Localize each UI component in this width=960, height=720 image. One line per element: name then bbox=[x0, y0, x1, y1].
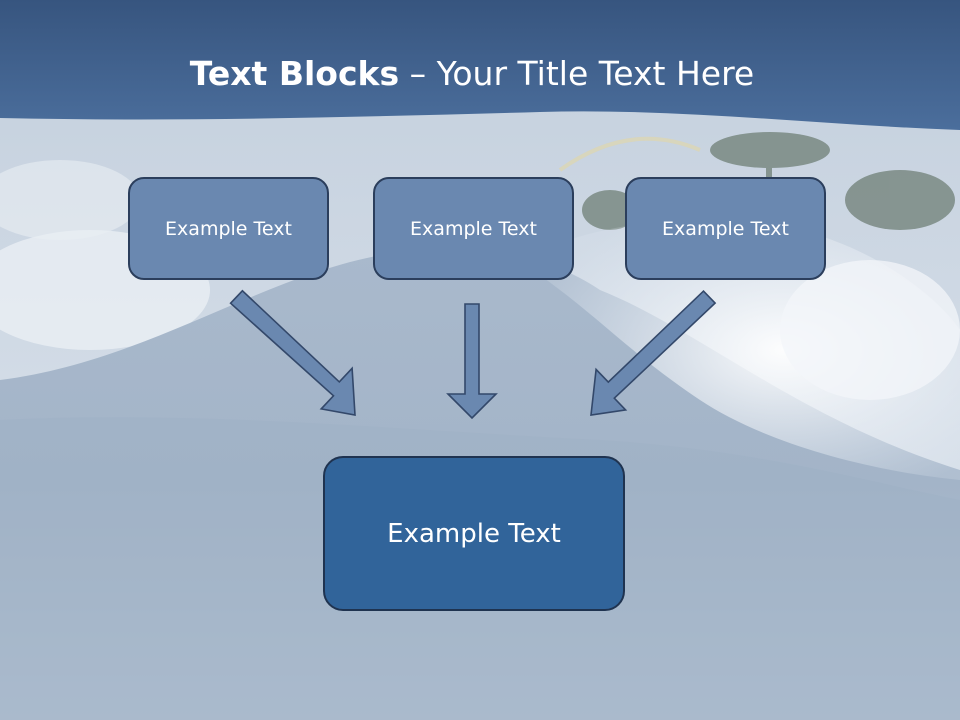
cloud bbox=[0, 160, 140, 240]
foam-spray bbox=[780, 260, 960, 400]
text-block-top-center: Example Text bbox=[373, 177, 574, 280]
text-block-label: Example Text bbox=[165, 217, 292, 240]
header-band bbox=[0, 0, 960, 130]
rainbow bbox=[558, 136, 701, 172]
text-block-label: Example Text bbox=[387, 518, 561, 549]
title-rest: – Your Title Text Here bbox=[399, 54, 755, 93]
text-block-label: Example Text bbox=[662, 217, 789, 240]
text-block-top-left: Example Text bbox=[128, 177, 329, 280]
text-block-bottom: Example Text bbox=[323, 456, 625, 611]
text-block-label: Example Text bbox=[410, 217, 537, 240]
title-bold: Text Blocks bbox=[189, 54, 400, 93]
page-title: Text Blocks – Your Title Text Here bbox=[0, 52, 944, 96]
text-block-top-right: Example Text bbox=[625, 177, 826, 280]
palm-trees bbox=[582, 132, 955, 240]
